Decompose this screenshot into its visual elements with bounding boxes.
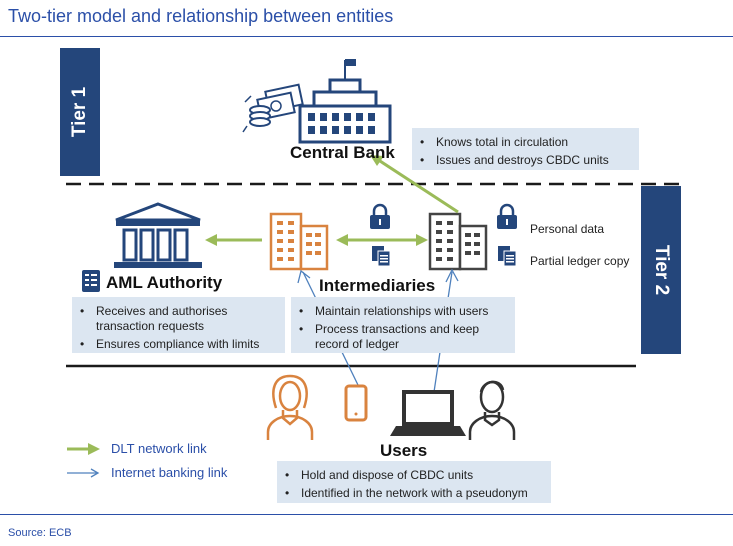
aml-authority-building-icon <box>114 202 202 268</box>
users-bullet: Identified in the network with a pseudon… <box>285 486 543 501</box>
footer-rule <box>0 514 733 515</box>
dlt-link-arrows <box>205 155 459 246</box>
central-bank-label: Central Bank <box>290 143 395 162</box>
legend-internet-label: Internet banking link <box>111 465 228 480</box>
intermediaries-bullet: Process transactions and keep record of … <box>299 322 507 352</box>
phone-icon <box>344 384 368 422</box>
user-woman-icon <box>266 374 314 440</box>
ledger-copy-icon <box>372 246 391 267</box>
users-info-box: Hold and dispose of CBDC units Identifie… <box>277 461 551 503</box>
user-man-icon <box>468 380 516 440</box>
source-note: Source: ECB <box>8 527 72 539</box>
lock-icon <box>370 203 390 229</box>
intermediaries-label: Intermediaries <box>319 276 436 295</box>
users-bullet: Hold and dispose of CBDC units <box>285 468 543 483</box>
central-bank-info-box: Knows total in circulation Issues and de… <box>412 128 639 170</box>
aml-bullet: Ensures compliance with limits <box>80 337 277 352</box>
legend-internet-arrow <box>67 468 100 478</box>
intermediary-building-dark-icon <box>428 212 488 271</box>
document-list-icon <box>82 270 100 292</box>
page-title: Two-tier model and relationship between … <box>8 6 394 26</box>
laptop-icon <box>390 390 466 436</box>
users-label: Users <box>380 441 428 460</box>
intermediaries-info-box: Maintain relationships with users Proces… <box>291 297 515 353</box>
intermediary-building-orange-icon <box>269 212 329 271</box>
legend-dlt-arrow <box>67 443 100 455</box>
aml-authority-label: AML Authority <box>106 273 223 292</box>
title-rule <box>0 36 733 37</box>
aml-info-box: Receives and authorises transaction requ… <box>72 297 285 353</box>
central-bank-building-icon <box>298 59 392 144</box>
tier1-badge: Tier 1 <box>60 48 100 176</box>
central-bank-bullet: Issues and destroys CBDC units <box>420 153 631 168</box>
tier2-badge: Tier 2 <box>641 186 681 354</box>
ledger-copy-icon <box>498 246 517 267</box>
lock-icon <box>497 203 517 229</box>
money-icon <box>242 83 304 133</box>
intermediaries-bullet: Maintain relationships with users <box>299 304 507 319</box>
aml-bullet: Receives and authorises transaction requ… <box>80 304 277 334</box>
central-bank-bullet: Knows total in circulation <box>420 135 631 150</box>
partial-ledger-label: Partial ledger copy <box>530 254 630 268</box>
legend-dlt-label: DLT network link <box>111 441 207 456</box>
personal-data-label: Personal data <box>530 222 605 236</box>
